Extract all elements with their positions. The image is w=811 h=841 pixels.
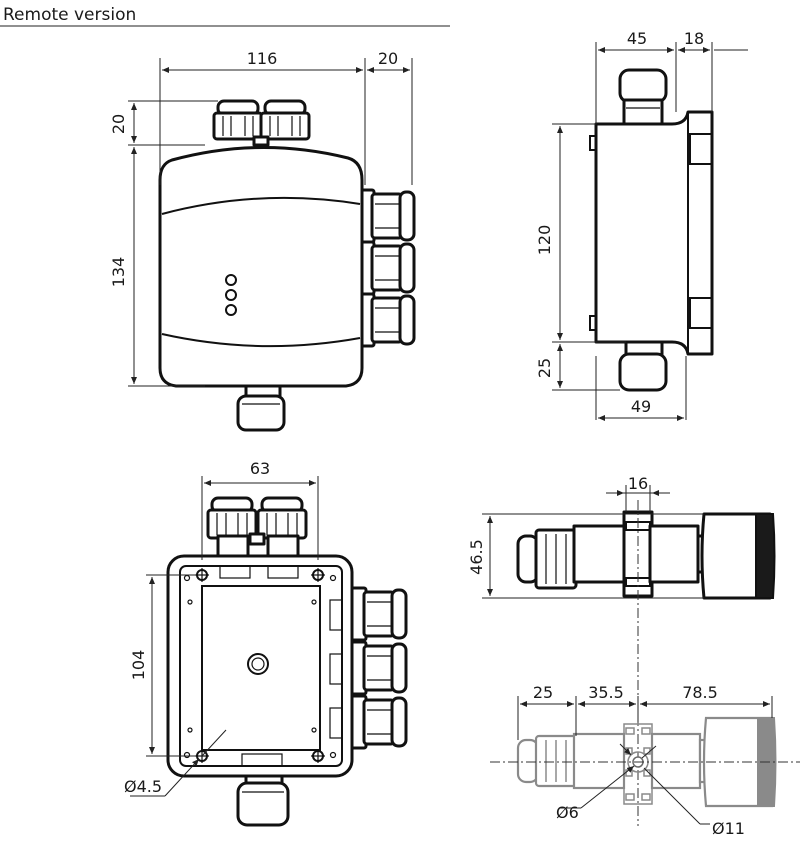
dim-width-63: 63 (250, 459, 270, 478)
dim-width-116: 116 (247, 49, 278, 68)
front-view-dimensions (128, 58, 413, 387)
dim-hole-diameter: Ø4.5 (124, 777, 162, 796)
open-box-dimensions (130, 476, 319, 797)
side-view-remote (589, 68, 714, 392)
sensor-side-view (516, 510, 776, 600)
dim-sensor-height-46-5: 46.5 (467, 539, 486, 575)
dim-length-78-5: 78.5 (682, 683, 718, 702)
dim-height-134: 134 (109, 257, 128, 288)
sensor-top-dimensions (490, 696, 800, 825)
dim-top-20: 20 (109, 114, 128, 134)
dim-side-20: 20 (378, 49, 398, 68)
dim-flange-18: 18 (684, 29, 704, 48)
open-box-view (166, 496, 408, 827)
dim-length-25: 25 (533, 683, 553, 702)
dim-height-104: 104 (129, 650, 148, 681)
dim-diameter-6: Ø6 (556, 803, 579, 822)
sensor-top-view (516, 716, 777, 808)
side-view-dimensions (552, 42, 748, 421)
dim-bottom-25: 25 (535, 358, 554, 378)
dim-height-120: 120 (535, 225, 554, 256)
front-view-remote (158, 99, 416, 432)
dim-diameter-11: Ø11 (712, 819, 745, 838)
dim-length-35-5: 35.5 (588, 683, 624, 702)
dim-sensor-width-16: 16 (628, 474, 648, 493)
dim-base-49: 49 (631, 397, 651, 416)
dim-depth-45: 45 (627, 29, 647, 48)
section-title: Remote version (3, 5, 136, 25)
